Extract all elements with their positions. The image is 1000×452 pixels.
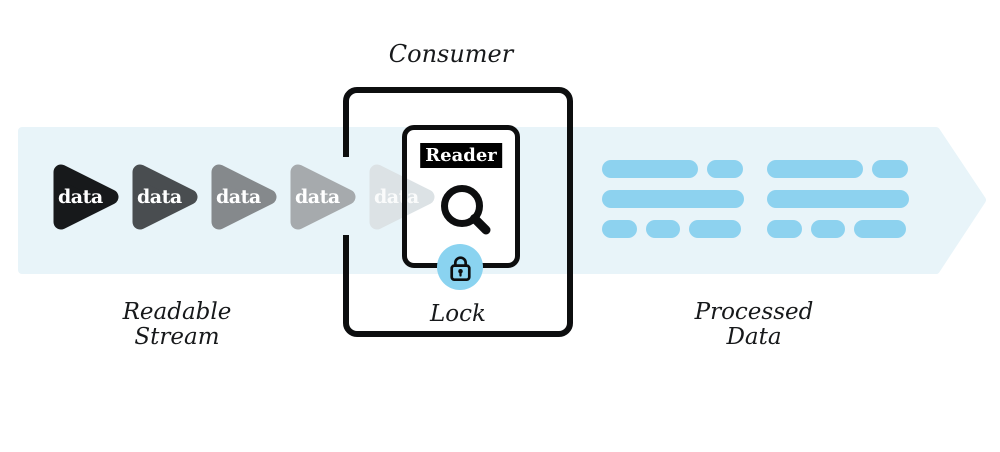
processed-data-line1: Processed — [694, 299, 814, 325]
dash-row — [767, 190, 909, 208]
data-dash — [854, 220, 906, 238]
data-dash — [872, 160, 908, 178]
data-dash — [646, 220, 680, 238]
lock-label: Lock — [430, 301, 486, 327]
consumer-label: Consumer — [388, 40, 514, 68]
dash-row — [767, 220, 909, 238]
dash-row — [767, 160, 909, 178]
data-dash — [767, 160, 863, 178]
data-dash — [602, 190, 744, 208]
data-dash — [602, 220, 637, 238]
readable-stream-label: Readable Stream — [77, 300, 277, 350]
processed-group — [767, 160, 909, 238]
readable-stream-line1: Readable — [122, 299, 232, 325]
data-dash — [707, 160, 743, 178]
processed-data-label: Processed Data — [654, 300, 854, 350]
data-dash — [602, 160, 698, 178]
processed-data-line2: Data — [726, 324, 782, 350]
reader-title-tag: Reader — [420, 143, 502, 168]
consumer-box-border-gap — [337, 157, 355, 235]
magnifier-icon — [441, 185, 491, 235]
readable-stream-line2: Stream — [134, 324, 220, 350]
lock-icon — [449, 255, 471, 281]
data-dash — [767, 220, 802, 238]
dash-row — [602, 160, 744, 178]
dash-row — [602, 220, 744, 238]
lock-badge — [437, 244, 483, 290]
processed-group — [602, 160, 744, 238]
data-dash — [811, 220, 845, 238]
data-dash — [767, 190, 909, 208]
data-dash — [689, 220, 741, 238]
dash-row — [602, 190, 744, 208]
